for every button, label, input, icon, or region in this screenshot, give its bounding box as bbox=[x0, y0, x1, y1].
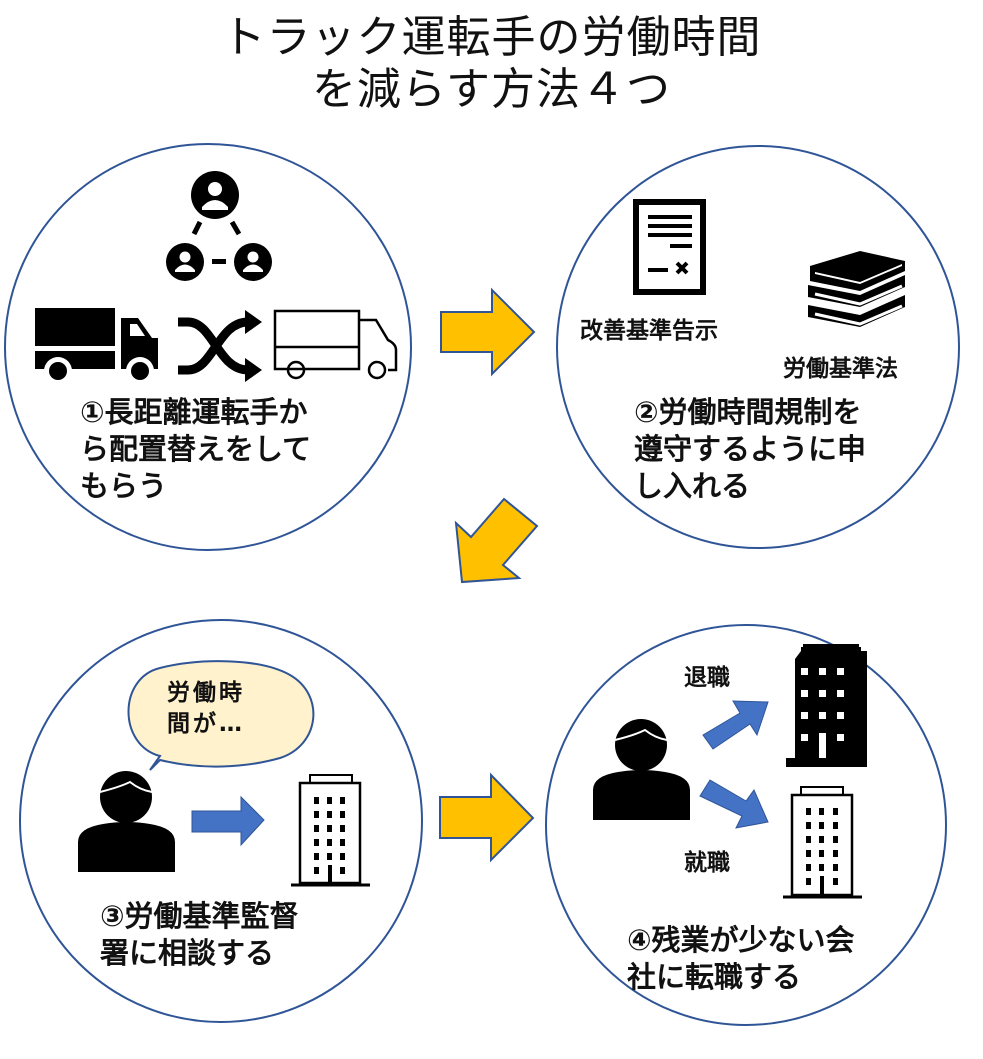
resign-caption: 退職 bbox=[684, 665, 730, 691]
flow-arrow-1-to-2 bbox=[440, 287, 536, 377]
step-3-label: ③労働基準監督 署に相談する bbox=[100, 898, 299, 972]
speech-bubble bbox=[127, 660, 315, 771]
truck-outline-icon bbox=[273, 309, 398, 380]
blue-arrow-down-right-icon bbox=[699, 779, 769, 829]
books-caption: 労働基準法 bbox=[783, 356, 898, 382]
title-line-2: を減らす方法４つ bbox=[311, 64, 672, 115]
step-2-label-line: 遵守するように申 bbox=[634, 432, 867, 466]
document-icon bbox=[633, 199, 706, 295]
step-1-label-line: もらう bbox=[80, 469, 168, 503]
step-1-circle bbox=[4, 143, 412, 551]
document-caption: 改善基準告示 bbox=[580, 318, 718, 344]
books-icon bbox=[808, 251, 905, 327]
speech-bubble-text: 労働時 間が… bbox=[167, 678, 245, 740]
step-1-label-line: ①長距離運転手か bbox=[80, 395, 308, 429]
step-4-label-line: 社に転職する bbox=[627, 960, 802, 994]
office-building-icon-step4 bbox=[783, 786, 862, 899]
blue-arrow-icon-step3 bbox=[191, 795, 265, 847]
step-3-circle bbox=[19, 619, 423, 1023]
speech-bubble-line: 労働時 bbox=[167, 680, 245, 706]
employ-caption: 就職 bbox=[684, 850, 730, 876]
person-icon-step3 bbox=[78, 771, 175, 872]
people-network-icon bbox=[166, 171, 272, 281]
office-building-icon-step3 bbox=[291, 774, 370, 887]
flow-arrow-3-to-4 bbox=[439, 772, 535, 863]
step-2-label-line: ②労働時間規制を bbox=[634, 395, 862, 429]
step-4-label: ④残業が少ない会 社に転職する bbox=[627, 922, 855, 996]
title-line-1: トラック運転手の労働時間 bbox=[221, 12, 762, 63]
shuffle-icon bbox=[178, 310, 262, 382]
truck-filled-icon bbox=[35, 308, 158, 385]
step-3-label-line: ③労働基準監督 bbox=[100, 899, 299, 933]
building-filled-icon bbox=[786, 644, 867, 767]
step-3-label-line: 署に相談する bbox=[100, 936, 275, 970]
step-2-label: ②労働時間規制を 遵守するように申 し入れる bbox=[634, 394, 866, 505]
step-4-label-line: ④残業が少ない会 bbox=[627, 923, 855, 957]
flow-arrow-2-to-3 bbox=[454, 497, 539, 584]
step-2-label-line: し入れる bbox=[634, 469, 751, 503]
step-2-circle bbox=[556, 145, 960, 549]
speech-bubble-line: 間が… bbox=[167, 711, 245, 737]
step-4-circle bbox=[545, 624, 947, 1026]
blue-arrow-up-right-icon bbox=[702, 700, 769, 750]
step-1-label: ①長距離運転手か ら配置替えをして もらう bbox=[80, 394, 311, 505]
step-1-label-line: ら配置替えをして bbox=[80, 432, 312, 466]
person-icon-step4 bbox=[593, 719, 690, 820]
